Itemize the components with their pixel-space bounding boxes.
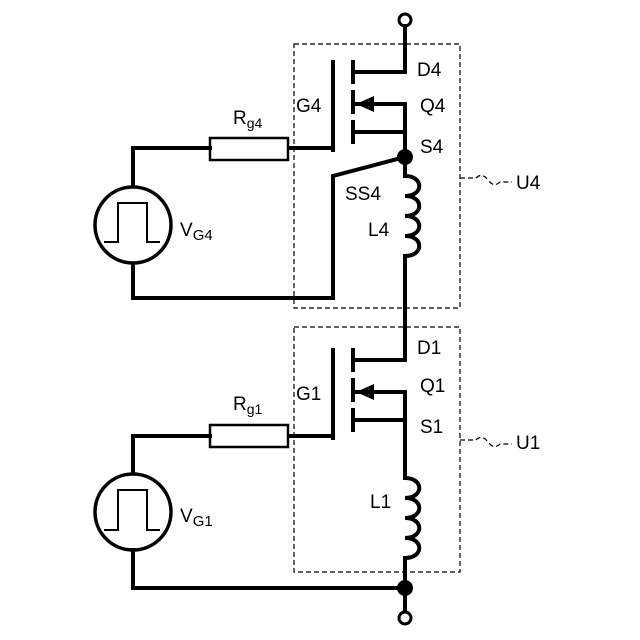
label-rg4: Rg4 [233, 108, 263, 131]
leader-u1 [460, 437, 512, 446]
label-vg4-main: V [180, 220, 193, 241]
voltage-source-vg4 [95, 187, 171, 263]
label-q1: Q1 [420, 376, 445, 397]
module-box-u1 [294, 327, 460, 572]
label-rg1: Rg1 [233, 394, 263, 417]
label-rg4-main: R [233, 108, 247, 129]
mosfet-q1 [333, 350, 405, 478]
label-rg1-main: R [233, 394, 247, 415]
label-l1: L1 [370, 492, 391, 513]
voltage-source-vg1 [95, 474, 171, 550]
label-rg1-sub: g1 [247, 401, 263, 417]
label-d4: D4 [417, 60, 442, 81]
label-s1: S1 [420, 417, 443, 438]
label-vg1-main: V [180, 506, 193, 527]
label-vg1: VG1 [180, 506, 213, 530]
module-box-u4 [294, 44, 460, 308]
label-rg4-sub: g4 [247, 115, 263, 131]
label-u4: U4 [516, 173, 541, 194]
label-vg1-sub: G1 [193, 513, 213, 530]
label-q4: Q4 [420, 96, 446, 117]
bottom-terminal [399, 612, 411, 624]
mosfet-q4 [333, 62, 405, 157]
leader-u4 [460, 175, 512, 184]
label-d1: D1 [417, 338, 441, 359]
wire-vg1-return [133, 550, 405, 588]
resistor-rg4 [210, 138, 288, 160]
label-vg4-sub: G4 [193, 227, 213, 244]
wire-ss4 [133, 157, 405, 298]
label-vg4: VG4 [180, 220, 213, 244]
label-s4: S4 [420, 137, 444, 158]
label-u1: U1 [516, 433, 540, 454]
resistor-rg1 [210, 425, 288, 447]
label-g4: G4 [296, 96, 322, 117]
label-ss4: SS4 [345, 184, 381, 205]
label-l4: L4 [368, 220, 390, 241]
inductor-l4 [405, 157, 419, 350]
label-g1: G1 [296, 384, 321, 405]
